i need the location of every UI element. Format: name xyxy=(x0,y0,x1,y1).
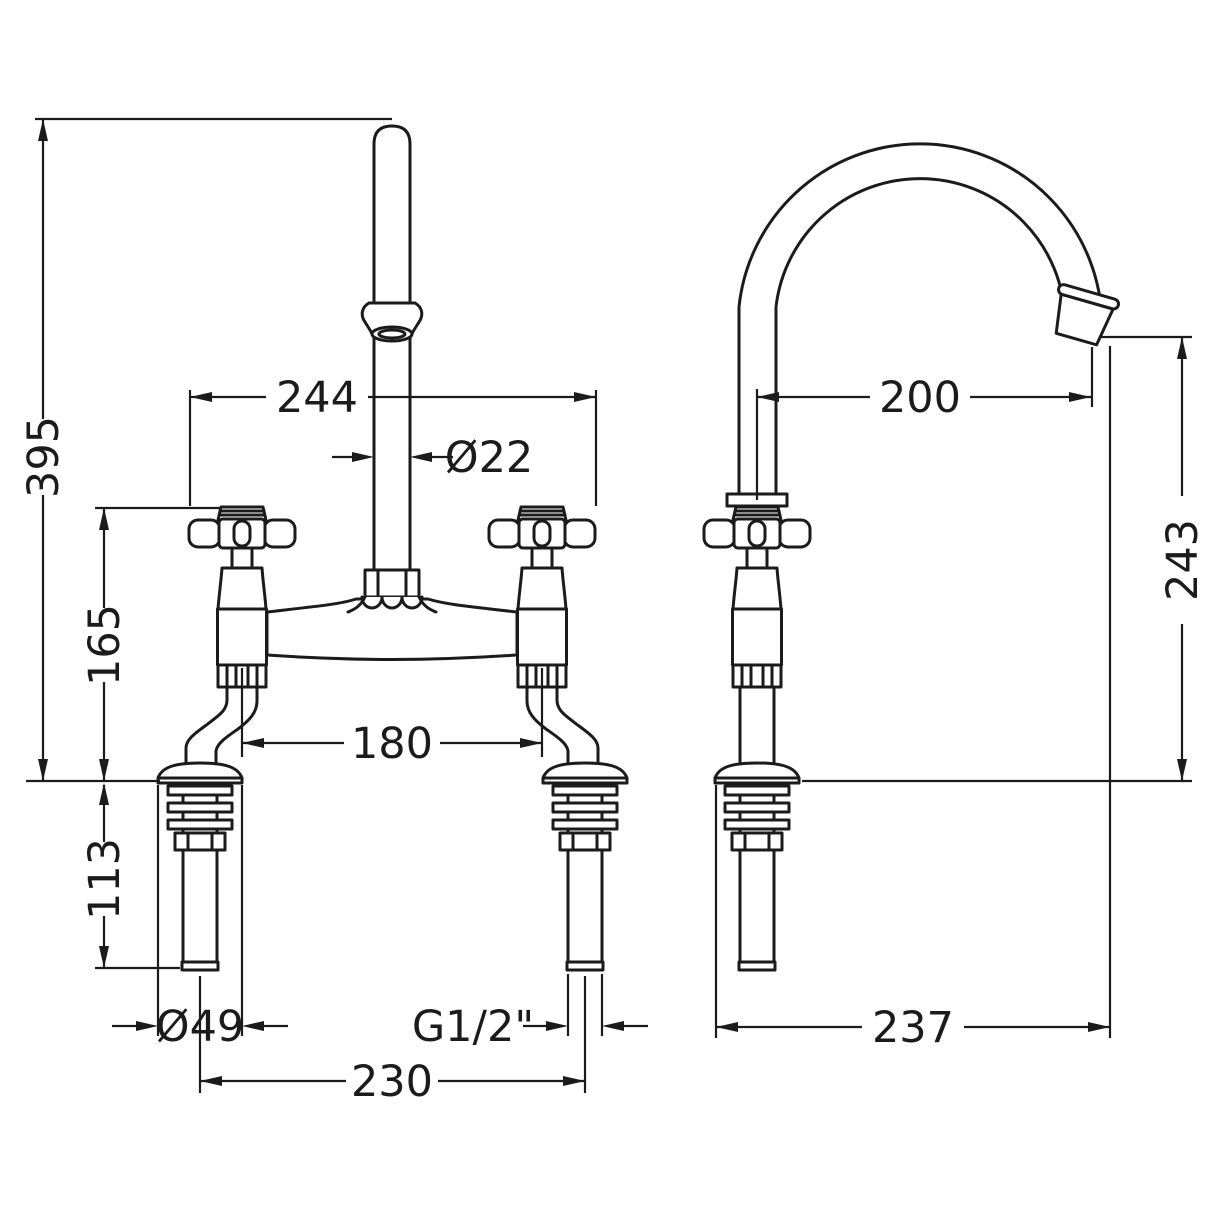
spout-diameter-label: Ø22 xyxy=(445,433,534,483)
front-left-shank xyxy=(156,761,244,972)
spout-mouth-inner xyxy=(377,328,407,340)
handle-span-label: 244 xyxy=(276,373,358,423)
riser-swivel-nut xyxy=(363,568,421,599)
tail-length-label: 113 xyxy=(80,838,130,920)
side-shank xyxy=(713,761,801,972)
spout-nozzle xyxy=(1054,283,1121,347)
dim-spout-clearance: 243 xyxy=(802,335,1208,783)
riser-nut-scallops xyxy=(360,595,424,610)
front-left-inlet-leg xyxy=(184,685,259,768)
gooseneck-spout xyxy=(737,142,1104,508)
dim-handle-span: 244 xyxy=(188,373,598,506)
spout-reach-label: 200 xyxy=(879,373,961,423)
dim-tail-centres: 230 xyxy=(198,976,587,1107)
side-view xyxy=(702,142,1121,972)
front-right-valve xyxy=(487,505,597,689)
overall-height-label: 395 xyxy=(19,416,69,498)
front-right-shank xyxy=(541,761,629,972)
dim-inlet-thread: G1/2" xyxy=(412,974,648,1052)
overall-depth-label: 237 xyxy=(872,1003,954,1053)
spout-clearance-label: 243 xyxy=(1158,519,1208,601)
front-spout-riser xyxy=(372,124,412,602)
front-left-valve xyxy=(187,505,297,689)
front-view xyxy=(156,124,629,972)
valve-centres-label: 180 xyxy=(351,719,433,769)
dim-body-height: 165 xyxy=(80,506,221,781)
inlet-thread-label: G1/2" xyxy=(412,1002,534,1052)
dim-spout-diameter: Ø22 xyxy=(332,433,533,483)
body-height-label: 165 xyxy=(80,604,130,686)
tail-centres-label: 230 xyxy=(351,1057,433,1107)
bridge-body xyxy=(265,597,519,661)
side-valve xyxy=(702,505,812,689)
front-right-inlet-leg xyxy=(525,685,600,768)
dim-spout-reach: 200 xyxy=(755,347,1094,500)
dim-tail-length: 113 xyxy=(80,783,180,970)
dim-overall-depth: 237 xyxy=(714,346,1112,1053)
side-inlet-leg xyxy=(738,685,776,769)
dim-overall-height: 395 xyxy=(19,117,392,783)
dim-valve-centres: 180 xyxy=(240,668,544,769)
